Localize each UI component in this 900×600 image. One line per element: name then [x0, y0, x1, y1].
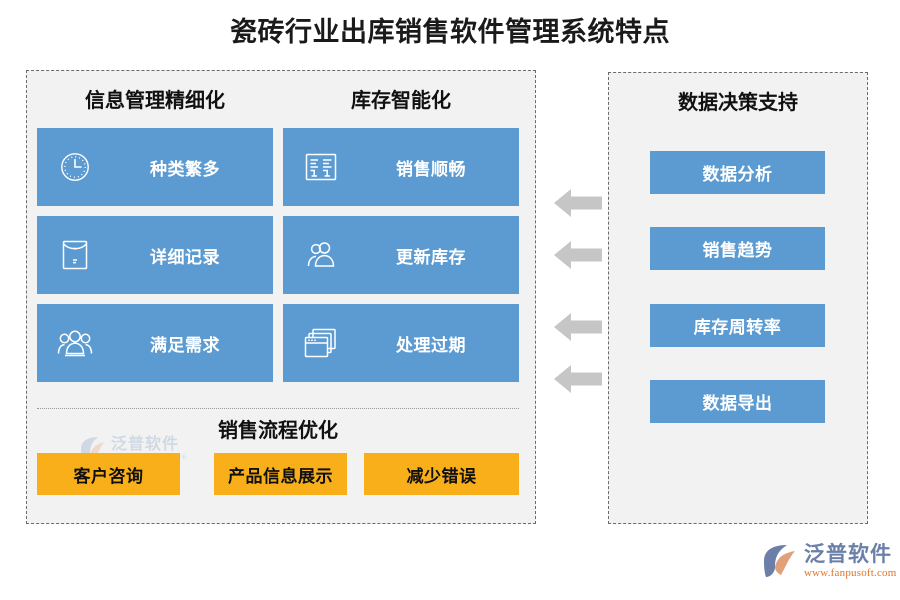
data-button-inventory-turnover[interactable]: 库存周转率 [650, 304, 825, 347]
connector-arrow-left-2 [554, 238, 602, 272]
process-pill-reduce-errors[interactable]: 减少错误 [364, 453, 519, 495]
report-icon [283, 152, 359, 182]
connector-arrow-left-1 [554, 186, 602, 220]
bottom-section-heading: 销售流程优化 [218, 420, 338, 442]
feature-card-label: 满足需求 [150, 335, 220, 355]
data-button-analysis[interactable]: 数据分析 [650, 151, 825, 194]
data-button-data-export[interactable]: 数据导出 [650, 380, 825, 423]
brand-logo: 泛普软件 www.fanpusoft.com [760, 543, 897, 579]
right-panel-heading: 数据决策支持 [678, 92, 798, 114]
two-persons-icon [283, 239, 359, 271]
feature-card-label: 更新库存 [396, 247, 466, 267]
process-pill-product-info-display[interactable]: 产品信息展示 [214, 453, 347, 495]
feature-card-variety[interactable]: 种类繁多 [37, 128, 273, 206]
clock-icon [37, 150, 113, 184]
feature-card-meet-demand[interactable]: 满足需求 [37, 304, 273, 382]
feature-card-handle-expired[interactable]: 处理过期 [283, 304, 519, 382]
section-divider [37, 408, 519, 409]
envelope-icon [37, 238, 113, 272]
page-title: 瓷砖行业出库销售软件管理系统特点 [230, 17, 670, 47]
feature-card-label: 处理过期 [396, 335, 466, 355]
data-button-sales-trend[interactable]: 销售趋势 [650, 227, 825, 270]
feature-card-smooth-sales[interactable]: 销售顺畅 [283, 128, 519, 206]
connector-arrow-left-4 [554, 362, 602, 396]
windows-stack-icon [283, 326, 359, 360]
brand-name: 泛普软件 [804, 542, 892, 566]
brand-mark-icon [764, 545, 795, 577]
feature-card-label: 种类繁多 [150, 159, 220, 179]
feature-card-label: 销售顺畅 [396, 159, 466, 179]
column-heading-inventory-intelligence: 库存智能化 [351, 90, 451, 112]
people-group-icon [37, 328, 113, 358]
process-pill-customer-inquiry[interactable]: 客户咨询 [37, 453, 180, 495]
watermark-name: 泛普软件 [111, 435, 180, 453]
connector-arrow-left-3 [554, 310, 602, 344]
feature-card-label: 详细记录 [150, 247, 220, 267]
right-panel [608, 72, 868, 524]
column-heading-information-management: 信息管理精细化 [85, 90, 225, 112]
brand-url: www.fanpusoft.com [804, 566, 897, 579]
feature-card-update-inventory[interactable]: 更新库存 [283, 216, 519, 294]
feature-card-detailed-records[interactable]: 详细记录 [37, 216, 273, 294]
